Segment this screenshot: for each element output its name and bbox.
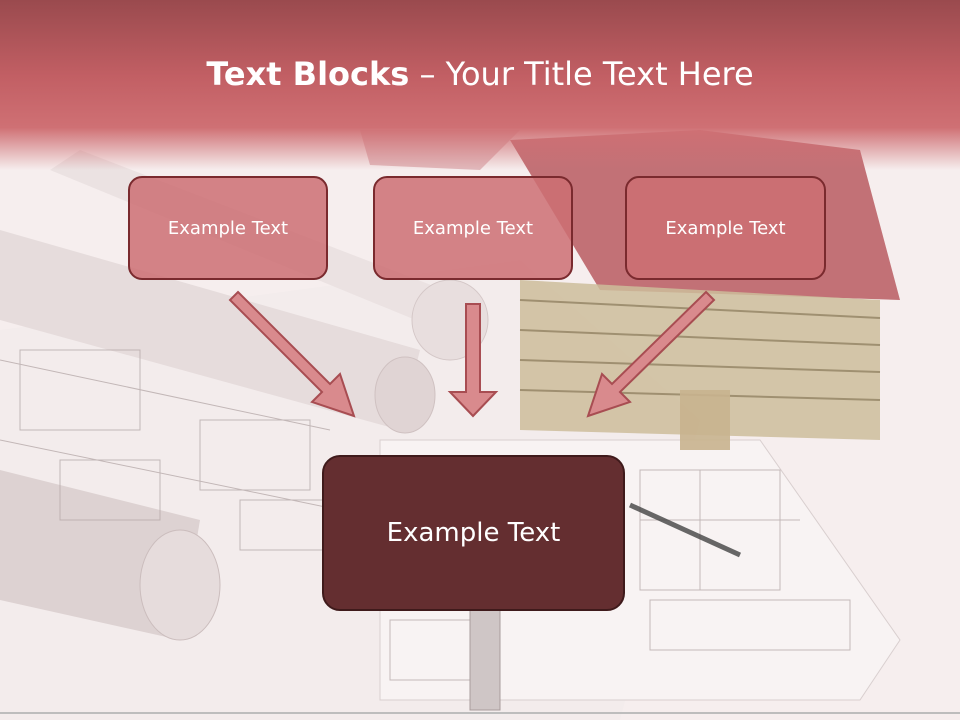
text-block-2-label: Example Text <box>412 217 534 239</box>
text-block-1-label: Example Text <box>167 217 289 239</box>
main-text-block[interactable]: Example Text <box>322 455 625 611</box>
slide-title: Text Blocks – Your Title Text Here <box>0 55 960 93</box>
text-block-1[interactable]: Example Text <box>128 176 328 280</box>
arrow-center <box>447 303 499 418</box>
title-bold: Text Blocks <box>206 55 410 93</box>
header-band <box>0 0 960 170</box>
main-text-block-label: Example Text <box>386 518 561 548</box>
arrow-right <box>586 290 716 418</box>
text-block-3-label: Example Text <box>665 217 786 239</box>
text-block-3[interactable]: Example Text <box>625 176 826 280</box>
arrow-left <box>228 290 356 418</box>
footer-divider <box>0 712 960 714</box>
text-block-2[interactable]: Example Text <box>373 176 573 280</box>
title-rest: – Your Title Text Here <box>409 55 754 93</box>
